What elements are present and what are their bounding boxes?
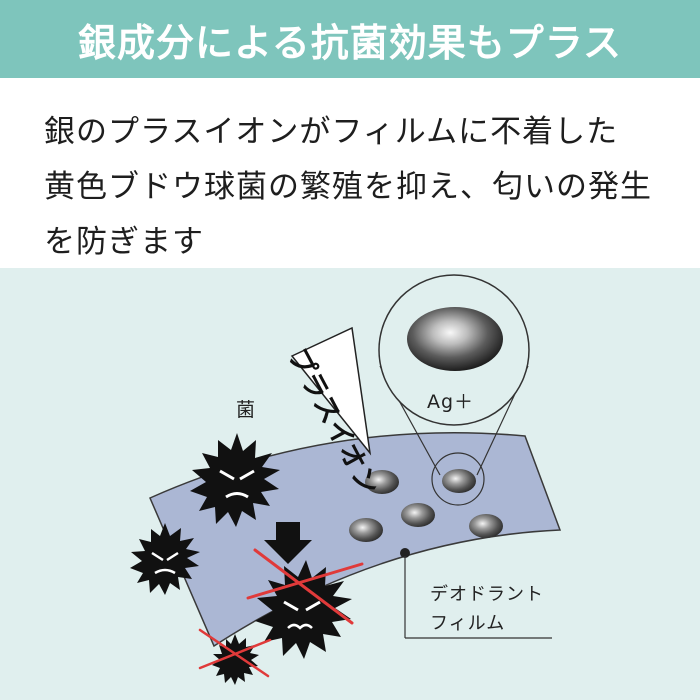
- ion-dot: [442, 469, 476, 493]
- bacteria-left: [130, 523, 200, 595]
- cross-mark-icon-small: [198, 628, 272, 678]
- ion-dot: [365, 470, 399, 494]
- bacteria-large: [190, 433, 280, 527]
- magnified-ion-ring: [431, 452, 485, 506]
- bacteria-center: [255, 560, 352, 659]
- illustration-svg: [130, 274, 562, 685]
- silver-ion-label: Ag＋: [427, 391, 475, 413]
- ion-dot: [469, 514, 503, 538]
- description-line-1: 銀のプラスイオンがフィルムに不着した: [44, 114, 619, 150]
- description-line-3: を防ぎます: [44, 224, 204, 260]
- ion-dot: [349, 518, 383, 542]
- bacteria-small: [212, 634, 259, 685]
- film-pointer-dot: [400, 548, 410, 558]
- description-line-2: 黄色ブドウ球菌の繁殖を抑え、匂いの発生: [44, 169, 652, 205]
- ion-dot: [401, 503, 435, 527]
- header-title: 銀成分による抗菌効果もプラス: [77, 20, 623, 65]
- film-label-line-2: フィルム: [430, 613, 506, 634]
- header-banner: 銀成分による抗菌効果もプラス: [0, 0, 700, 78]
- bacteria-label: 菌: [236, 399, 257, 421]
- silver-ion-large: [407, 307, 503, 371]
- plus-ion-banner: [290, 326, 372, 456]
- illustration-panel: 菌 Ag＋ プラスイオン デオドラント フィルム: [0, 268, 700, 700]
- down-arrow-icon: [264, 522, 312, 564]
- film-label-line-1: デオドラント: [430, 584, 544, 605]
- description-section: 銀のプラスイオンがフィルムに不着した 黄色ブドウ球菌の繁殖を抑え、匂いの発生 を…: [0, 78, 700, 268]
- cross-mark-icon: [246, 548, 364, 625]
